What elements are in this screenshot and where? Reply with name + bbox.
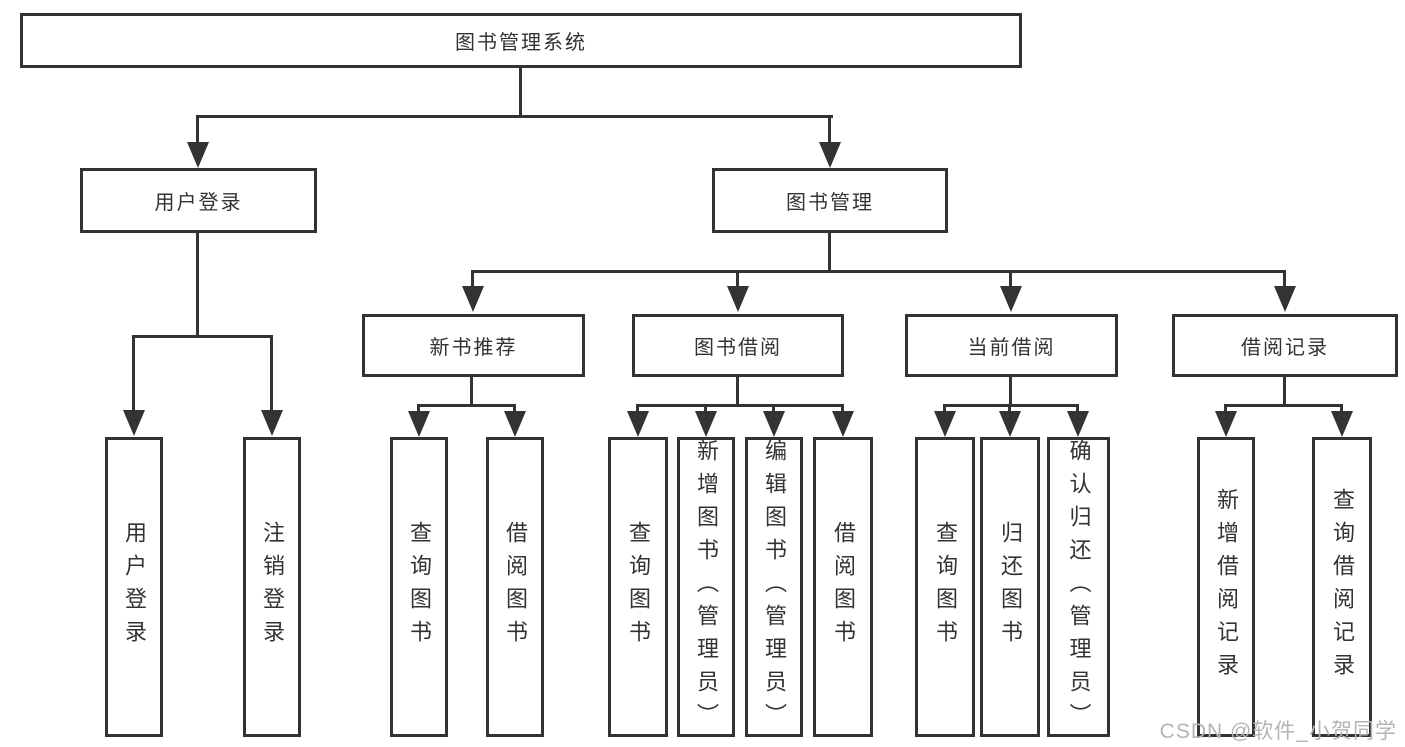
arrow-to-user-login [186,117,209,168]
leaf-br-query-record-label: 查询借阅记录 [1330,488,1355,686]
node-book-borrow: 图书借阅 [632,314,844,377]
arrow-to-user-login-leaf [122,337,145,436]
connector-new-book-stem [470,377,473,406]
leaf-nb-borrow-book-label: 借阅图书 [503,521,528,653]
connector-borrow-record-stem [1283,377,1286,406]
leaf-logout: 注销登录 [243,437,301,737]
leaf-br-add-record: 新增借阅记录 [1197,437,1255,737]
connector-borrow-record-branch [1224,404,1343,407]
connector-current-borrow-branch [943,404,1079,407]
connector-book-management-branch [471,270,1286,273]
arrow-to-nb-borrow [503,406,526,437]
connector-book-borrow-stem [736,377,739,406]
leaf-cb-confirm-return-label: 确认归还（管理员） [1066,438,1092,736]
arrow-to-nb-query [407,406,430,437]
leaf-bb-edit-book: 编辑图书（管理员） [745,437,803,737]
connector-root-stem [519,68,522,117]
arrow-to-borrow-record [1273,272,1296,312]
node-current-borrow: 当前借阅 [905,314,1118,377]
leaf-cb-query-book: 查询图书 [915,437,975,737]
arrow-to-logout-leaf [260,337,283,436]
leaf-user-login-label: 用户登录 [122,521,147,653]
arrow-to-book-borrow [726,272,749,312]
connector-book-management-stem [828,233,831,272]
leaf-nb-query-book-label: 查询图书 [407,521,432,653]
leaf-logout-label: 注销登录 [260,521,285,653]
leaf-br-query-record: 查询借阅记录 [1312,437,1372,737]
leaf-bb-edit-book-label: 编辑图书（管理员） [762,438,787,736]
leaf-bb-query-book: 查询图书 [608,437,668,737]
leaf-cb-confirm-return: 确认归还（管理员） [1047,437,1110,737]
connector-new-book-branch [417,404,516,407]
csdn-watermark: CSDN @软件_小贺同学 [1159,720,1397,743]
leaf-bb-query-book-label: 查询图书 [626,521,651,653]
leaf-bb-add-book-label: 新增图书（管理员） [694,438,719,736]
connector-current-borrow-stem [1009,377,1012,406]
leaf-nb-borrow-book: 借阅图书 [486,437,544,737]
leaf-bb-borrow-book-label: 借阅图书 [831,521,856,653]
arrow-to-bb-query [626,406,649,437]
arrow-to-br-query [1330,406,1353,437]
node-borrow-record-label: 借阅记录 [1241,337,1329,359]
node-root-label: 图书管理系统 [455,32,587,54]
leaf-cb-return-book: 归还图书 [980,437,1040,737]
arrow-to-new-book-recommend [461,272,484,312]
node-root: 图书管理系统 [20,13,1022,68]
leaf-bb-add-book: 新增图书（管理员） [677,437,735,737]
leaf-nb-query-book: 查询图书 [390,437,448,737]
node-borrow-record: 借阅记录 [1172,314,1398,377]
connector-user-login-stem [196,233,199,337]
node-book-borrow-label: 图书借阅 [694,337,782,359]
node-user-login: 用户登录 [80,168,317,233]
node-book-management: 图书管理 [712,168,948,233]
arrow-to-bb-edit [762,406,785,437]
node-user-login-label: 用户登录 [154,192,243,214]
arrow-to-current-borrow [999,272,1022,312]
arrow-to-cb-confirm [1066,406,1089,437]
node-new-book-recommend: 新书推荐 [362,314,585,377]
arrow-to-book-management [818,117,841,168]
leaf-user-login: 用户登录 [105,437,163,737]
leaf-cb-query-book-label: 查询图书 [933,521,958,653]
node-current-borrow-label: 当前借阅 [967,337,1056,359]
arrow-to-cb-query [933,406,956,437]
node-new-book-recommend-label: 新书推荐 [429,337,518,359]
leaf-cb-return-book-label: 归还图书 [998,521,1023,653]
arrow-to-bb-add [694,406,717,437]
connector-root-branch [196,115,833,118]
node-book-management-label: 图书管理 [786,192,874,214]
arrow-to-bb-borrow [831,406,854,437]
leaf-br-add-record-label: 新增借阅记录 [1214,488,1239,686]
connector-user-login-branch [132,335,273,338]
arrow-to-cb-return [998,406,1021,437]
connector-book-borrow-branch [636,404,844,407]
arrow-to-br-add [1214,406,1237,437]
leaf-bb-borrow-book: 借阅图书 [813,437,873,737]
